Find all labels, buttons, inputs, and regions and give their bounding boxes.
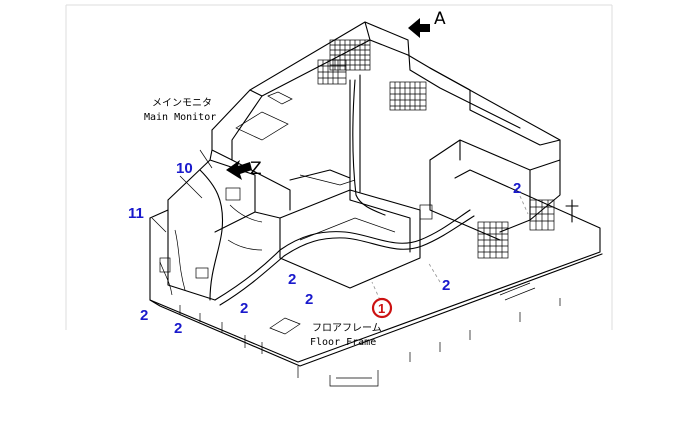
part-label: 2 xyxy=(240,300,248,317)
floor-frame-label-en: Floor Frame xyxy=(310,337,376,348)
callout-number: 1 xyxy=(378,301,385,316)
part-label: 2 xyxy=(442,277,450,294)
view-arrow-z-label: Z xyxy=(250,159,262,179)
part-label: 2 xyxy=(513,180,521,197)
main-monitor-label-jp: メインモニタ xyxy=(152,97,212,109)
part-label: 11 xyxy=(128,205,144,222)
part-label: 2 xyxy=(140,307,148,324)
connector-block-right xyxy=(477,199,579,259)
part-label: 2 xyxy=(305,291,313,308)
connector-block-mid xyxy=(389,81,427,111)
view-arrow-a-icon xyxy=(408,18,430,38)
main-monitor-label-en: Main Monitor xyxy=(144,112,216,123)
part-label: 10 xyxy=(176,160,193,177)
cab-body xyxy=(167,21,561,301)
floor-frame-outline xyxy=(149,169,603,387)
part-label: 2 xyxy=(288,271,296,288)
part-label: 2 xyxy=(174,320,182,337)
wire-harness xyxy=(159,79,475,306)
view-arrow-a-label: A xyxy=(434,9,446,29)
floor-frame-label-jp: フロアフレーム xyxy=(312,322,382,334)
view-arrow-z-icon xyxy=(226,160,252,180)
connector-block-top xyxy=(317,39,371,85)
frame-border xyxy=(65,4,613,330)
leader-lines xyxy=(151,149,529,301)
callout-item-1: 1 xyxy=(371,297,393,319)
